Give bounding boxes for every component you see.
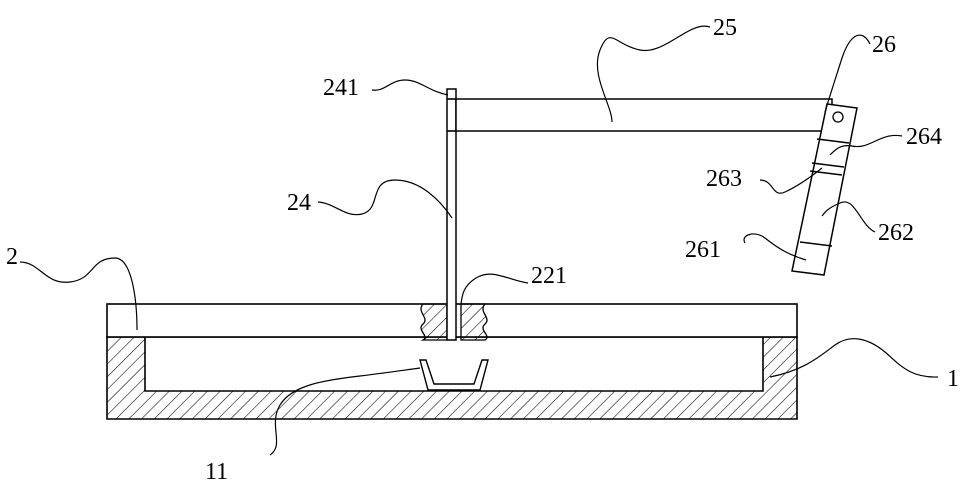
groove-insert — [419, 359, 489, 391]
leader-26 — [824, 34, 871, 113]
pin-hole-icon — [832, 111, 844, 123]
base-tray — [106, 336, 798, 420]
leader-25 — [596, 25, 711, 123]
leader-261 — [743, 233, 807, 261]
label-263: 263 — [706, 166, 742, 192]
leader-264 — [829, 134, 903, 156]
leader-241 — [371, 79, 449, 96]
sleeve — [420, 303, 488, 341]
leader-1 — [769, 338, 939, 378]
leader-262 — [821, 201, 876, 233]
leader-221 — [460, 273, 529, 305]
part-labels: 2 1 11 24 25 26 221 241 261 262 263 264 — [6, 15, 959, 485]
label-241: 241 — [323, 75, 359, 101]
label-26: 26 — [872, 32, 896, 58]
leader-11 — [269, 367, 421, 456]
label-221: 221 — [531, 263, 567, 289]
leader-lines — [19, 25, 939, 456]
leader-2 — [19, 257, 138, 331]
vertical-rod — [446, 88, 457, 341]
label-264: 264 — [906, 124, 942, 150]
label-2: 2 — [6, 244, 18, 270]
label-262: 262 — [878, 220, 914, 246]
label-1: 1 — [947, 366, 959, 392]
leader-263 — [759, 167, 823, 194]
leader-24 — [317, 179, 453, 219]
label-25: 25 — [713, 15, 737, 41]
label-11: 11 — [205, 459, 228, 485]
label-24: 24 — [287, 190, 311, 216]
label-261: 261 — [685, 237, 721, 263]
horizontal-arm — [455, 98, 833, 132]
